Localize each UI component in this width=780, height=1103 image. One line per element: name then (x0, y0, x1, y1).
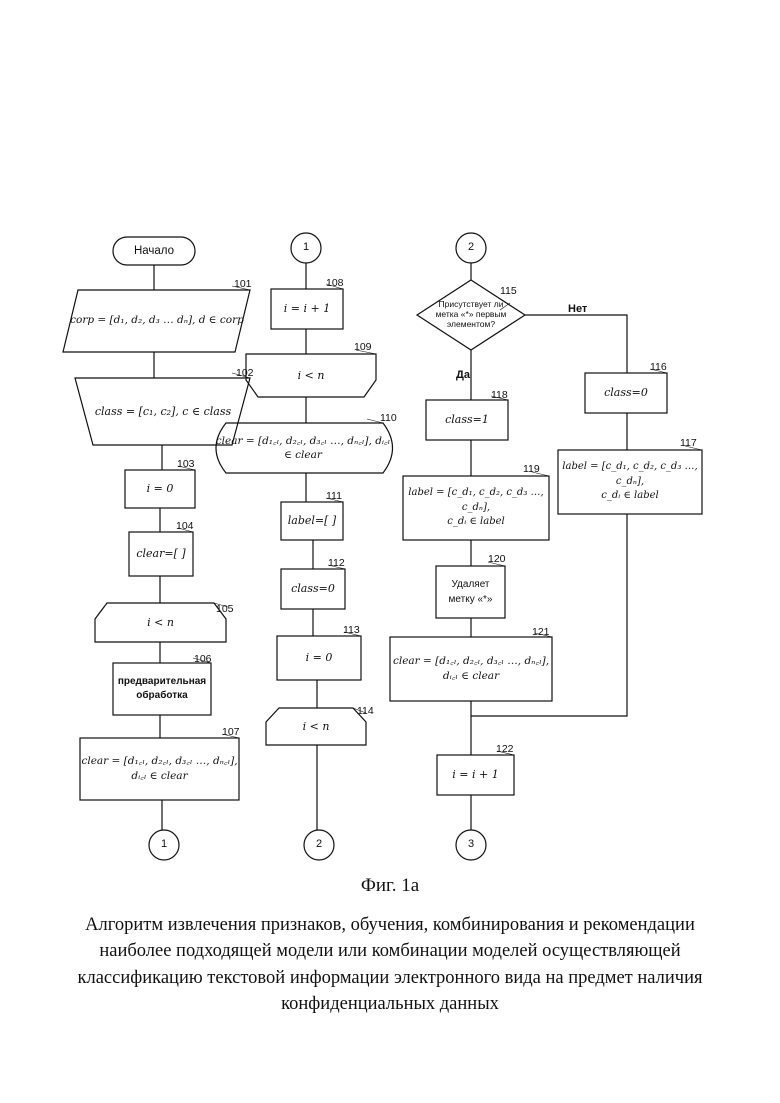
connector-out-3: 3 (456, 830, 486, 860)
step-number-101: 101 (234, 278, 252, 290)
step-number-120: 120 (488, 553, 506, 565)
process-build-clear-2: clear = [d₁꜀ₗ, d₂꜀ₗ, d₃꜀ₗ …, dₙ꜀ₗ], dᵢ꜀ₗ… (390, 637, 552, 701)
step-number-111: 111 (326, 490, 342, 502)
step-number-107: 107 (222, 726, 240, 738)
step-number-117: 117 (680, 437, 697, 449)
io-corp-input: corp = [d₁, d₂, d₃ … dₙ], d ∈ corp (68, 290, 246, 352)
step-number-104: 104 (176, 520, 194, 532)
connector-out-1: 1 (149, 830, 179, 860)
branch-yes-label: Да (456, 369, 470, 381)
process-init-i: i = 0 (125, 470, 195, 508)
process-preprocessing: предварительная обработка (113, 663, 211, 715)
process-increment-i-2: i = i + 1 (437, 755, 514, 795)
decision-asterisk-first: Присутствует ли метка «*» первым элемент… (423, 290, 519, 340)
figure-title: Фиг. 1а (0, 875, 780, 897)
connector-in-1: 1 (291, 233, 321, 263)
process-build-clear: clear = [d₁꜀ₗ, d₂꜀ₗ, d₃꜀ₗ …, dₙ꜀ₗ], dᵢ꜀ₗ… (80, 738, 239, 800)
step-number-113: 113 (343, 624, 360, 636)
step-number-116: 116 (650, 361, 667, 373)
connector-out-2: 2 (304, 830, 334, 860)
branch-no-label: Нет (568, 303, 587, 315)
connector-in-2: 2 (456, 233, 486, 263)
process-class-zero-no: class=0 (585, 373, 667, 413)
loop-limit-i-lt-n: i < n (95, 603, 226, 642)
process-build-label-yes: label = [c_d₁, c_d₂, c_d₃ …, c_dₙ], c_dᵢ… (403, 476, 549, 540)
step-number-108: 108 (326, 277, 344, 289)
process-build-label-no: label = [c_d₁, c_d₂, c_d₃ …, c_dₙ], c_dᵢ… (558, 450, 702, 514)
process-remove-asterisk: Удаляет метку «*» (436, 566, 505, 618)
step-number-122: 122 (496, 743, 514, 755)
step-number-112: 112 (328, 557, 345, 569)
start-terminator: Начало (113, 237, 195, 265)
process-increment-i: i = i + 1 (271, 289, 343, 329)
process-init-label: label=[ ] (281, 502, 343, 540)
process-class-one: class=1 (426, 400, 508, 440)
figure-caption: Алгоритм извлечения признаков, обучения,… (70, 912, 710, 1017)
step-number-119: 119 (523, 463, 540, 475)
loop-limit-i-lt-n-3: i < n (266, 708, 366, 745)
process-class-zero: class=0 (281, 569, 345, 609)
step-number-109: 109 (354, 341, 372, 353)
display-clear: clear = [d₁꜀ₗ, d₂꜀ₗ, d₃꜀ₗ …, dₙ꜀ₗ], dᵢ꜀ₗ… (210, 423, 396, 473)
step-number-103: 103 (177, 458, 195, 470)
process-init-clear: clear=[ ] (129, 532, 193, 576)
loop-limit-i-lt-n-2: i < n (246, 354, 376, 397)
process-reset-i: i = 0 (277, 636, 361, 680)
